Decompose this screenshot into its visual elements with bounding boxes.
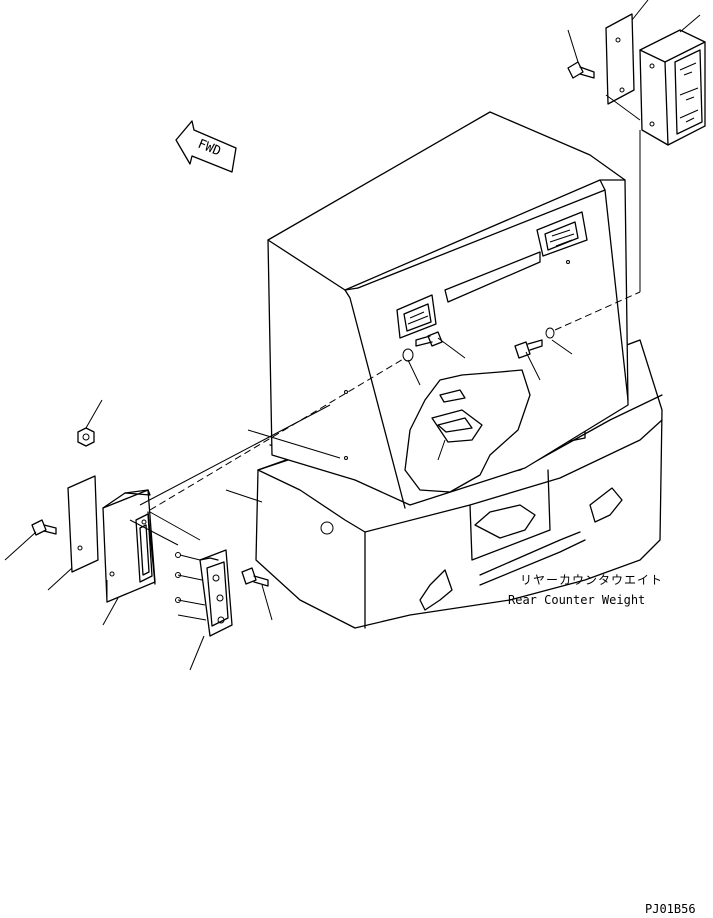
right-lamp-housing [639,29,706,146]
lamp-left [396,294,437,339]
right-lamp-gasket [605,13,635,105]
bolt-center-right [514,339,543,359]
bolt-left [31,519,57,536]
bolt-lower [241,567,269,587]
upper-housing [267,111,629,509]
washer-center-right [545,327,555,339]
left-lamp-unit [175,549,233,637]
left-lamp-gasket [67,475,99,573]
leader-lines [4,0,701,671]
drawing-code: PJ01B56 [645,902,696,916]
nut-left [77,427,95,447]
bolt-right [567,61,595,79]
bolt-center-left [415,331,443,347]
part-name-japanese: リヤーカウンタウエイト [520,573,663,587]
part-name-english: Rear Counter Weight [508,593,645,607]
assembly-lines [106,94,641,600]
bolt-hole [320,521,334,535]
left-lamp-housing [102,489,156,603]
lamp-upper-right [536,211,588,257]
fwd-arrow: FWD [175,120,237,173]
